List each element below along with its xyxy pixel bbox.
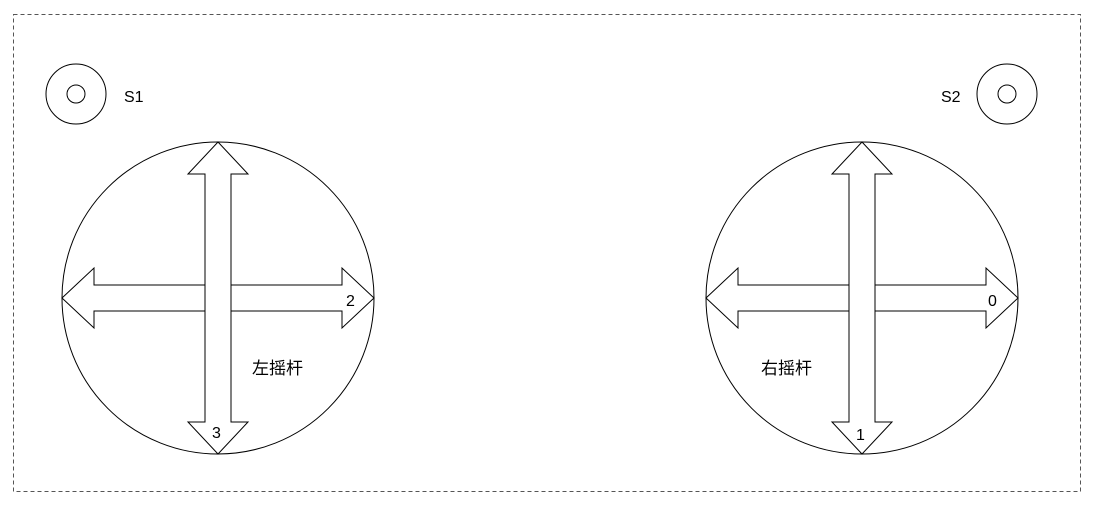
s1-label: S1	[124, 89, 144, 106]
s1-button-inner-ring	[66, 84, 86, 104]
right-horizontal-axis-label: 0	[988, 293, 997, 310]
s1-button-outer-ring	[45, 63, 107, 125]
s2-label: S2	[941, 89, 961, 106]
s1-button	[45, 63, 107, 125]
controller-frame	[13, 14, 1081, 492]
s2-button-outer-ring	[976, 63, 1038, 125]
left-vertical-double-arrow	[186, 141, 250, 455]
right-joystick	[705, 141, 1019, 455]
left-joystick	[61, 141, 375, 455]
s2-button	[976, 63, 1038, 125]
left-joystick-label: 左摇杆	[252, 359, 303, 379]
right-vertical-axis-label: 1	[856, 427, 865, 444]
right-joystick-label: 右摇杆	[761, 359, 812, 379]
right-vertical-double-arrow	[830, 141, 894, 455]
left-vertical-axis-label: 3	[212, 425, 221, 442]
s2-button-inner-ring	[997, 84, 1017, 104]
left-horizontal-axis-label: 2	[346, 293, 355, 310]
